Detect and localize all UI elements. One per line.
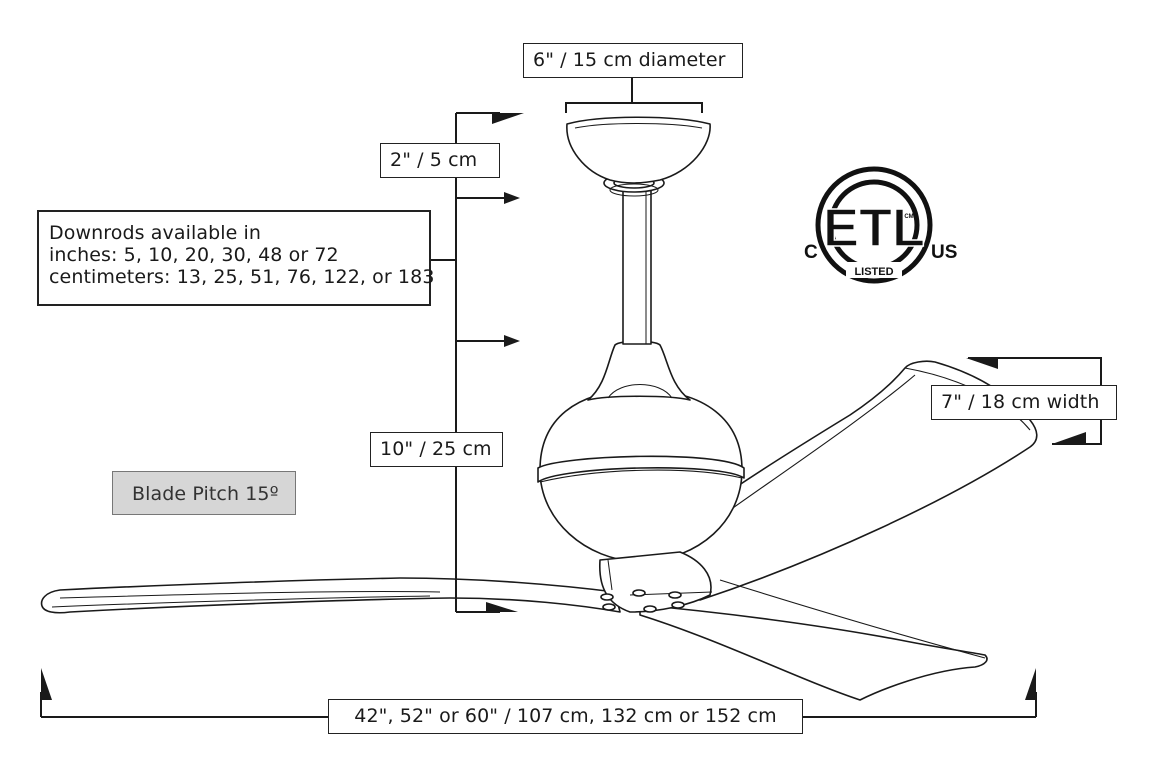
blade-lower-right	[639, 604, 988, 701]
etl-main-text: ETL	[823, 198, 925, 258]
span-label: 42", 52" or 60" / 107 cm, 132 cm or 152 …	[328, 699, 803, 734]
canopy	[566, 116, 711, 184]
canopy-gap-label: 2" / 5 cm	[380, 143, 500, 178]
etl-us-mark: US	[931, 242, 958, 263]
blade-width-label: 7" / 18 cm width	[931, 385, 1117, 420]
downrods-heading: Downrods available in	[49, 222, 262, 244]
downrods-inches: inches: 5, 10, 20, 30, 48 or 72	[49, 244, 339, 266]
dimension-arrows	[41, 113, 1086, 700]
blade-upper-right	[609, 360, 1038, 601]
lower-height-label: 10" / 25 cm	[370, 432, 503, 467]
downrods-centimeters: centimeters: 13, 25, 51, 76, 122, or 183	[49, 266, 435, 288]
fan-illustration	[40, 116, 1038, 701]
etl-cm-text: CM	[904, 214, 913, 220]
blade-pitch-label: Blade Pitch 15º	[112, 471, 296, 515]
blade-hub	[599, 551, 712, 613]
etl-listed-text: LISTED	[854, 266, 893, 278]
blade-left	[40, 577, 621, 614]
etl-listed-logo: ETL LISTED CM	[815, 166, 933, 284]
etl-canada-mark: C	[804, 242, 818, 263]
downrod	[622, 185, 652, 345]
downrods-label: Downrods available in inches: 5, 10, 20,…	[37, 210, 435, 306]
diameter-label: 6" / 15 cm diameter	[523, 43, 743, 78]
